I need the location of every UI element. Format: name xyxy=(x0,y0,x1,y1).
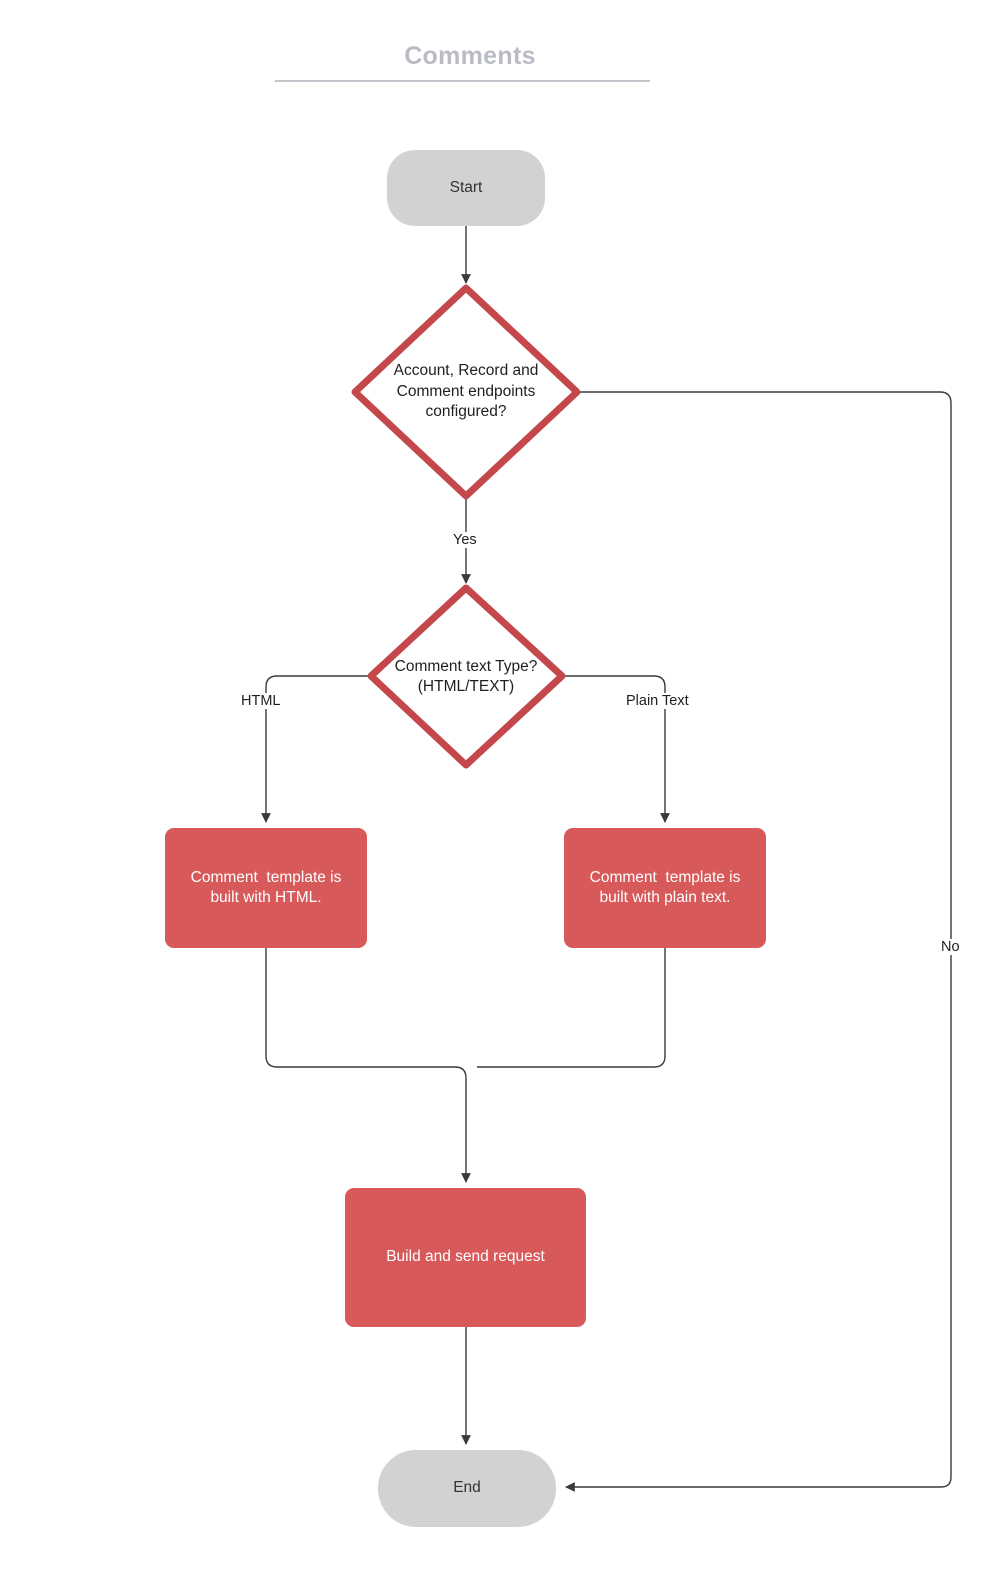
node-process-plain-text[interactable] xyxy=(564,828,766,948)
node-process-html[interactable] xyxy=(165,828,367,948)
edge-plaintext-box-to-merge xyxy=(477,948,666,1068)
node-decision-endpoints[interactable] xyxy=(351,284,581,500)
node-start[interactable] xyxy=(387,150,545,226)
node-process-build-send[interactable] xyxy=(345,1188,586,1327)
edge-merge-to-build-send xyxy=(454,1066,471,1183)
edge-label-yes: Yes xyxy=(450,532,480,548)
page-title: Comments xyxy=(404,42,536,70)
edge-label-html: HTML xyxy=(238,693,284,709)
node-decision-text-type[interactable] xyxy=(367,584,566,769)
edge-label-plain-text: Plain Text xyxy=(623,693,692,709)
edge-decision2-to-plaintext-box xyxy=(562,675,670,823)
edge-label-no: No xyxy=(938,939,963,955)
edge-decision2-to-html-box xyxy=(261,675,371,823)
edge-html-box-to-merge xyxy=(265,948,455,1068)
node-end[interactable] xyxy=(378,1450,556,1527)
title-divider xyxy=(275,80,650,82)
